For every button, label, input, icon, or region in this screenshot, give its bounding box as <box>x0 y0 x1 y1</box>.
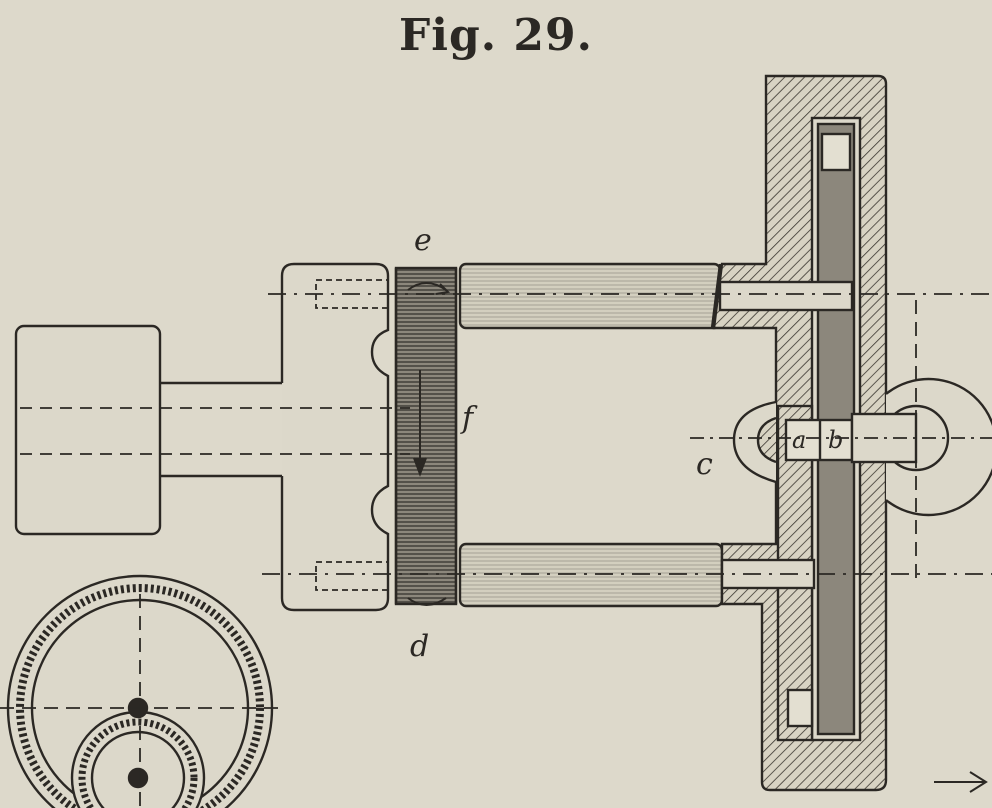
lower-rod <box>458 542 724 608</box>
label-e: e <box>414 223 432 258</box>
center-lines <box>0 293 992 808</box>
boss-c <box>732 400 777 484</box>
small-gear-front <box>70 697 206 808</box>
curved-arrow-d-icon <box>407 597 447 606</box>
label-a: a <box>792 426 806 454</box>
gear-wheel-side <box>394 266 458 606</box>
figure-title: Fig. 29. <box>399 10 593 61</box>
label-c: c <box>696 447 713 482</box>
label-f: f <box>460 401 478 436</box>
upper-rod <box>458 262 722 330</box>
frame-bracket <box>280 262 390 612</box>
label-b: b <box>828 426 843 454</box>
handle-shaft <box>160 381 282 478</box>
crank-handle-block <box>14 324 162 536</box>
label-d: d <box>410 629 429 664</box>
direction-arrow-icon <box>934 771 988 793</box>
rotation-arrow-icon <box>413 370 427 477</box>
